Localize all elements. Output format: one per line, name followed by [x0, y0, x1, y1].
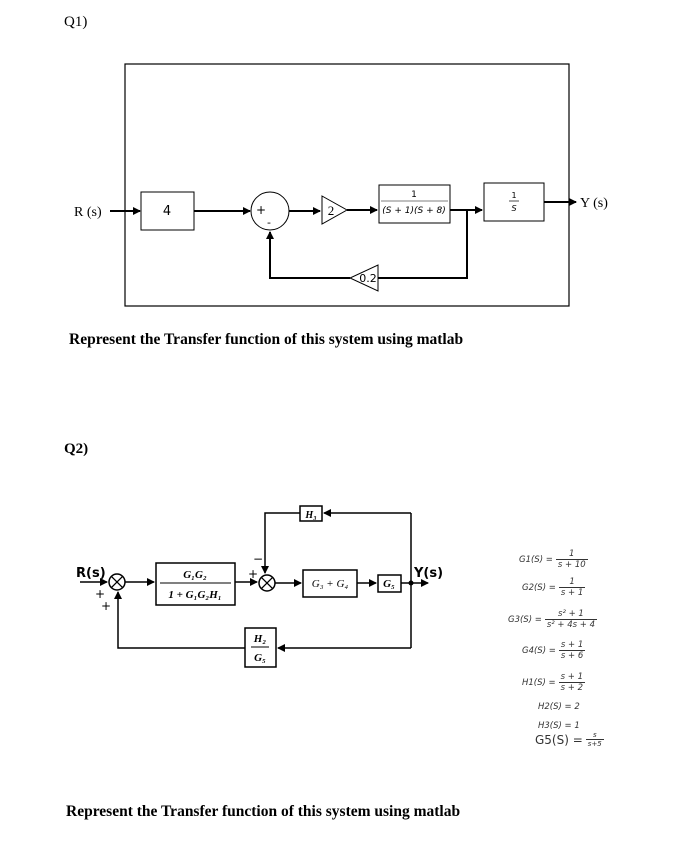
q1-feedback-value: 0.2: [359, 272, 377, 285]
eq-lhs: H2(S) = 2: [538, 702, 580, 712]
eq-lhs: G3(S) =: [508, 614, 542, 625]
eq-num: s: [592, 731, 597, 739]
eq-num: s + 1: [560, 640, 584, 650]
q2-block3-label: G₅: [383, 578, 395, 590]
q1-integrator-block: [483, 182, 545, 222]
q1-gain-value: 4: [163, 204, 171, 219]
q2-block1-den: 1 + G₁G₂H₁: [168, 589, 221, 601]
equation-h3: H3(S) = 1: [538, 721, 580, 731]
q2-input-label: R(s): [76, 566, 106, 581]
q2-h3-label: H₃: [304, 510, 316, 521]
q1-task-text: Represent the Transfer function of this …: [69, 331, 464, 348]
q2-sum1-plus-b: +: [101, 599, 111, 613]
eq-lhs: H3(S) = 1: [538, 721, 580, 731]
q2-block1-num: G₁G₂: [183, 569, 207, 581]
eq-num: 1: [569, 577, 575, 587]
q1-int-den: S: [511, 204, 516, 213]
eq-lhs: G5(S) =: [535, 732, 583, 747]
q1-output-label: Y (s): [580, 196, 608, 211]
q2-h2-label: H₂: [253, 633, 267, 645]
q1-amplifier: [321, 195, 349, 225]
q2-sum2-plus: +: [248, 567, 258, 581]
q1-int-num: 1: [511, 191, 516, 200]
q1-sum-minus: -: [267, 216, 271, 229]
eq-den: s + 6: [558, 650, 586, 661]
eq-lhs: G4(S) =: [522, 645, 556, 656]
q2-block2-label: G₃ + G₄: [312, 578, 349, 590]
eq-den: s² + 4s + 4: [544, 619, 597, 630]
q1-sum-plus: +: [256, 203, 266, 217]
q1-plant-block: [378, 184, 451, 224]
q2-g5-den-label: G₅: [254, 652, 266, 664]
q2-g1g2-block: [155, 562, 236, 606]
q1-feedback-gain: [348, 264, 379, 292]
eq-den: s+5: [585, 739, 604, 748]
q1-system-boundary: [124, 63, 570, 307]
eq-lhs: H1(S) =: [522, 677, 556, 688]
q1-amp-gain: 2: [328, 203, 335, 218]
q2-sum2-minus: −: [253, 552, 263, 566]
eq-den: s + 1: [558, 587, 586, 598]
eq-num: 1: [569, 549, 575, 559]
q2-sum1-plus-a: +: [95, 587, 105, 601]
q1-plant-den: (S + 1)(S + 8): [382, 206, 445, 216]
eq-num: s + 1: [560, 672, 584, 682]
q2-task-text: Represent the Transfer function of this …: [66, 803, 461, 820]
q1-input-label: R (s): [74, 205, 102, 220]
q2-output-label: Y(s): [413, 566, 443, 581]
eq-den: s + 2: [558, 682, 586, 693]
q1-plant-num: 1: [411, 190, 417, 200]
eq-den: s + 10: [555, 559, 588, 570]
q1-gain-block: [140, 191, 195, 231]
q1-label: Q1): [64, 14, 88, 30]
eq-lhs: G2(S) =: [522, 582, 556, 593]
eq-lhs: G1(S) =: [519, 554, 553, 565]
q2-label: Q2): [64, 441, 89, 457]
equation-h2: H2(S) = 2: [538, 702, 580, 712]
eq-num: s² + 1: [558, 609, 584, 619]
